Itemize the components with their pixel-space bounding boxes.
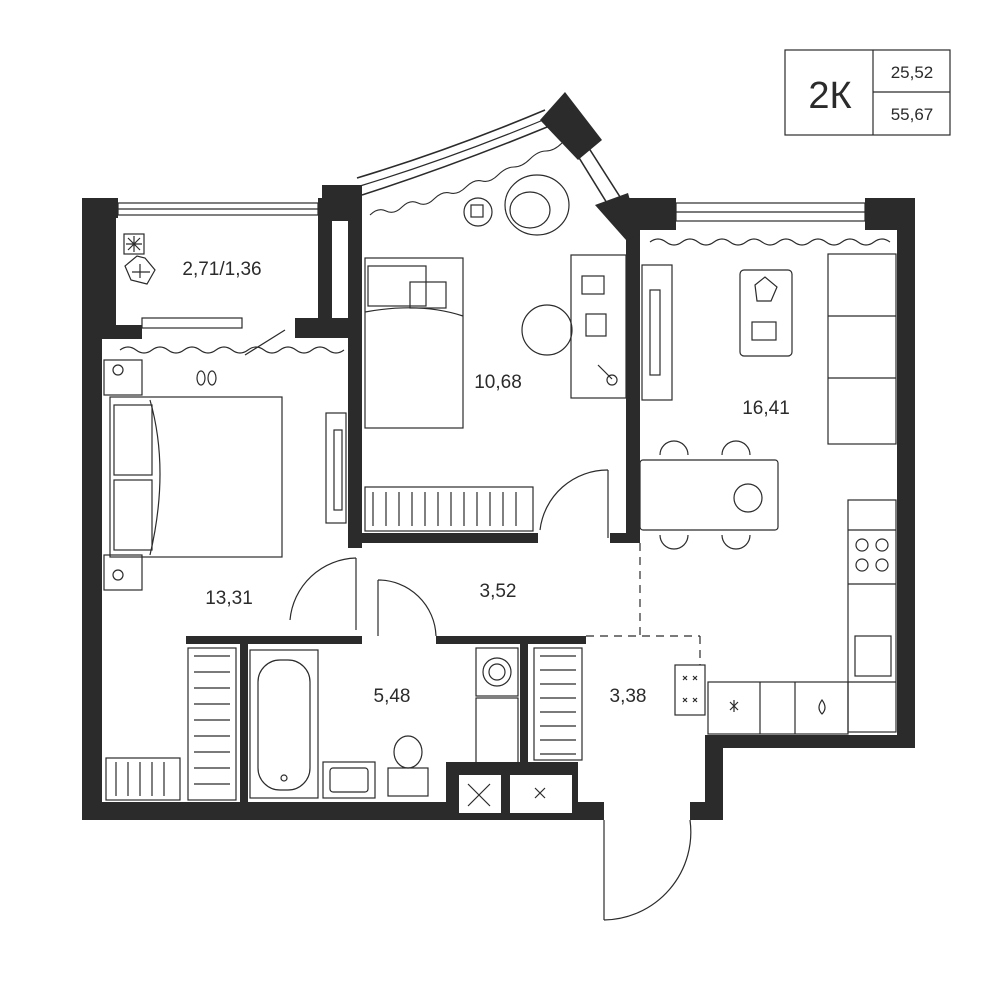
room-area-hall: 3,52 bbox=[480, 581, 517, 602]
room-count: 2К bbox=[808, 75, 851, 117]
room-area-balcony: 2,71/1,36 bbox=[182, 259, 261, 280]
room-area-bathroom: 5,48 bbox=[374, 686, 411, 707]
main-bedroom-furniture bbox=[103, 359, 347, 801]
living-area-value: 25,52 bbox=[891, 63, 934, 82]
balcony-plants bbox=[123, 233, 156, 285]
room-area-entry: 3,38 bbox=[610, 686, 647, 707]
hall-bath-entry bbox=[244, 329, 701, 921]
room-area-bedroom-main: 13,31 bbox=[205, 588, 253, 609]
apartment-badge: 2К 25,52 55,67 bbox=[784, 49, 951, 136]
room-area-living-kitchen: 16,41 bbox=[742, 398, 790, 419]
room-area-bedroom-small: 10,68 bbox=[474, 372, 522, 393]
windows bbox=[117, 109, 866, 329]
small-bedroom-furniture bbox=[364, 174, 627, 532]
living-kitchen-furniture bbox=[639, 253, 897, 735]
walls bbox=[82, 92, 915, 820]
room-labels: 2,71/1,36 10,68 16,41 13,31 3,52 5,48 3,… bbox=[182, 259, 789, 707]
curtains bbox=[119, 142, 891, 354]
total-area-value: 55,67 bbox=[891, 105, 934, 124]
